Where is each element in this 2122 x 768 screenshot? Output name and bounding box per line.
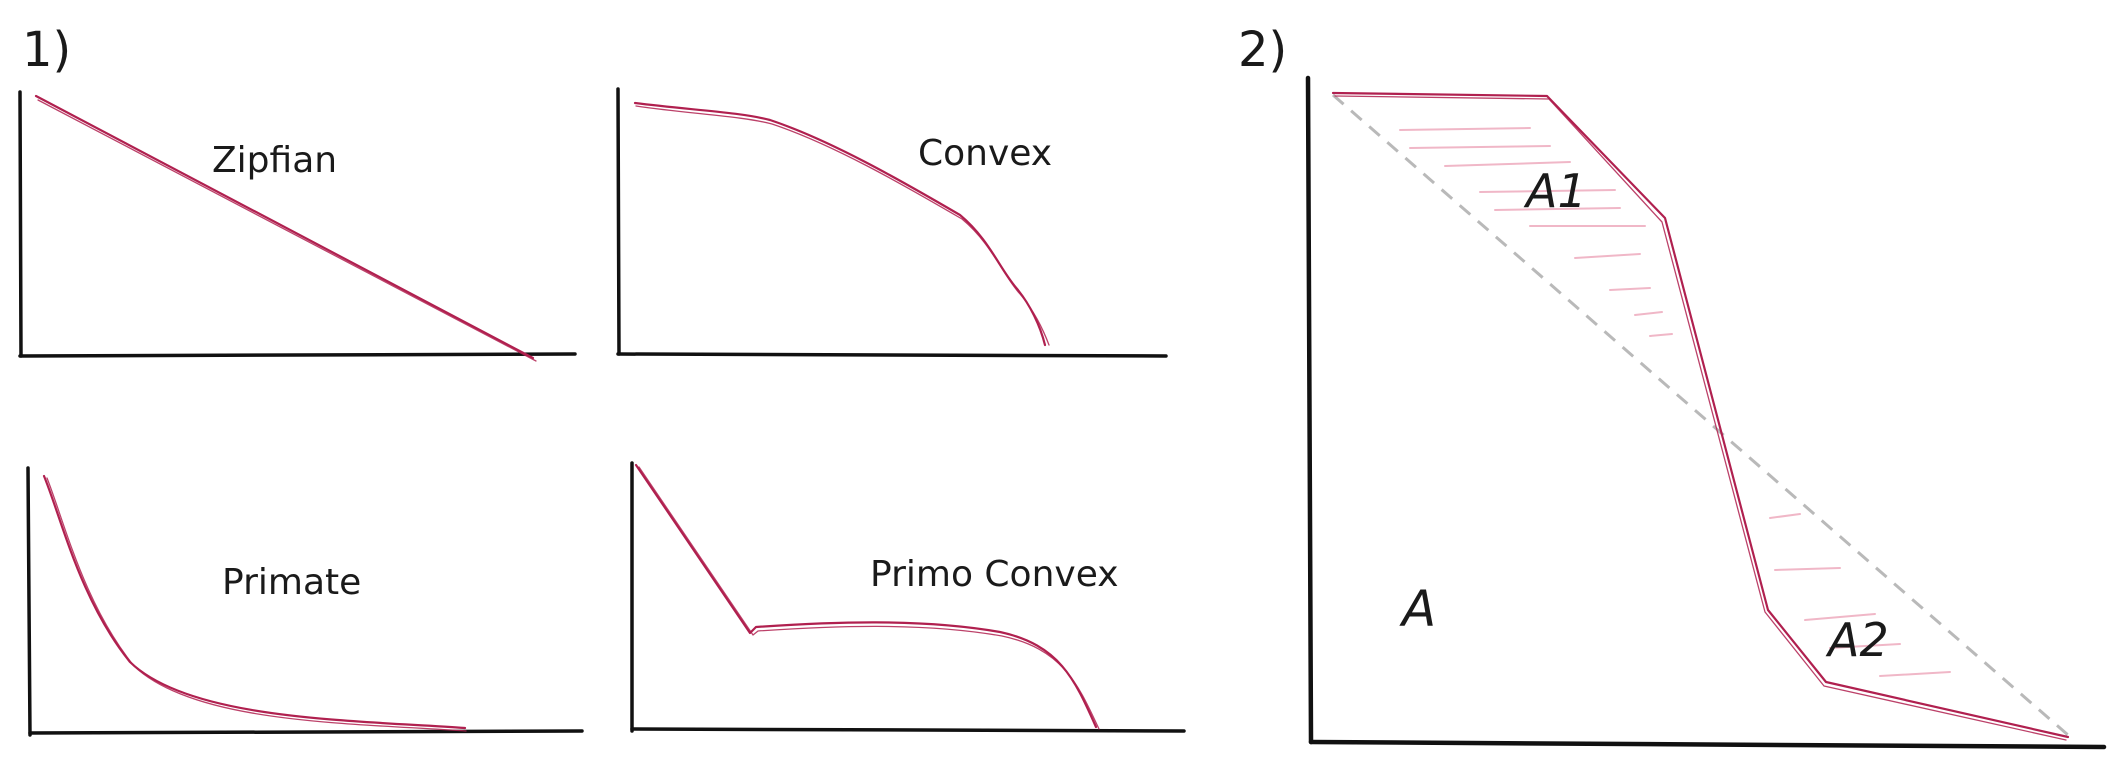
primate-curve-stroke xyxy=(46,477,467,732)
a1-hatching xyxy=(1399,127,1673,337)
primate-x-axis xyxy=(28,729,584,735)
label-a1: A1 xyxy=(1523,164,1587,218)
panel-zipfian: Zipfian xyxy=(18,90,577,362)
panel-area-comparison: A1 A2 A xyxy=(1305,75,2107,750)
a2-hatching xyxy=(1769,513,1951,677)
zipfian-x-axis xyxy=(18,352,577,358)
primate-y-axis xyxy=(26,466,32,737)
reference-diagonal xyxy=(1332,93,2069,737)
panel-primo-convex: Primo Convex xyxy=(630,461,1186,733)
section-label-1: 1) xyxy=(22,22,71,78)
convex-curve xyxy=(633,101,1047,347)
area-y-axis xyxy=(1305,75,1314,745)
primo-convex-x-axis xyxy=(630,727,1186,733)
label-a: A xyxy=(1399,580,1436,638)
primo-convex-curve xyxy=(634,463,1098,729)
section-label-2: 2) xyxy=(1238,22,1287,78)
zipfian-title: Zipfian xyxy=(212,140,337,181)
convex-x-axis xyxy=(616,352,1168,358)
area-x-axis xyxy=(1308,739,2107,750)
zipfian-curve-stroke xyxy=(37,99,537,362)
convex-curve-stroke xyxy=(635,105,1050,346)
primo-convex-curve-stroke xyxy=(638,466,1100,730)
zipfian-y-axis xyxy=(18,90,23,358)
zipfian-curve xyxy=(34,94,535,360)
panel-primate: Primate xyxy=(26,466,584,737)
panel-convex: Convex xyxy=(616,87,1168,358)
primo-convex-title: Primo Convex xyxy=(870,554,1119,595)
area-curve-stroke xyxy=(1334,95,2067,741)
convex-y-axis xyxy=(616,87,621,356)
label-a2: A2 xyxy=(1825,613,1889,667)
convex-title: Convex xyxy=(918,133,1052,174)
primate-title: Primate xyxy=(222,562,361,603)
area-curve xyxy=(1331,91,2070,739)
